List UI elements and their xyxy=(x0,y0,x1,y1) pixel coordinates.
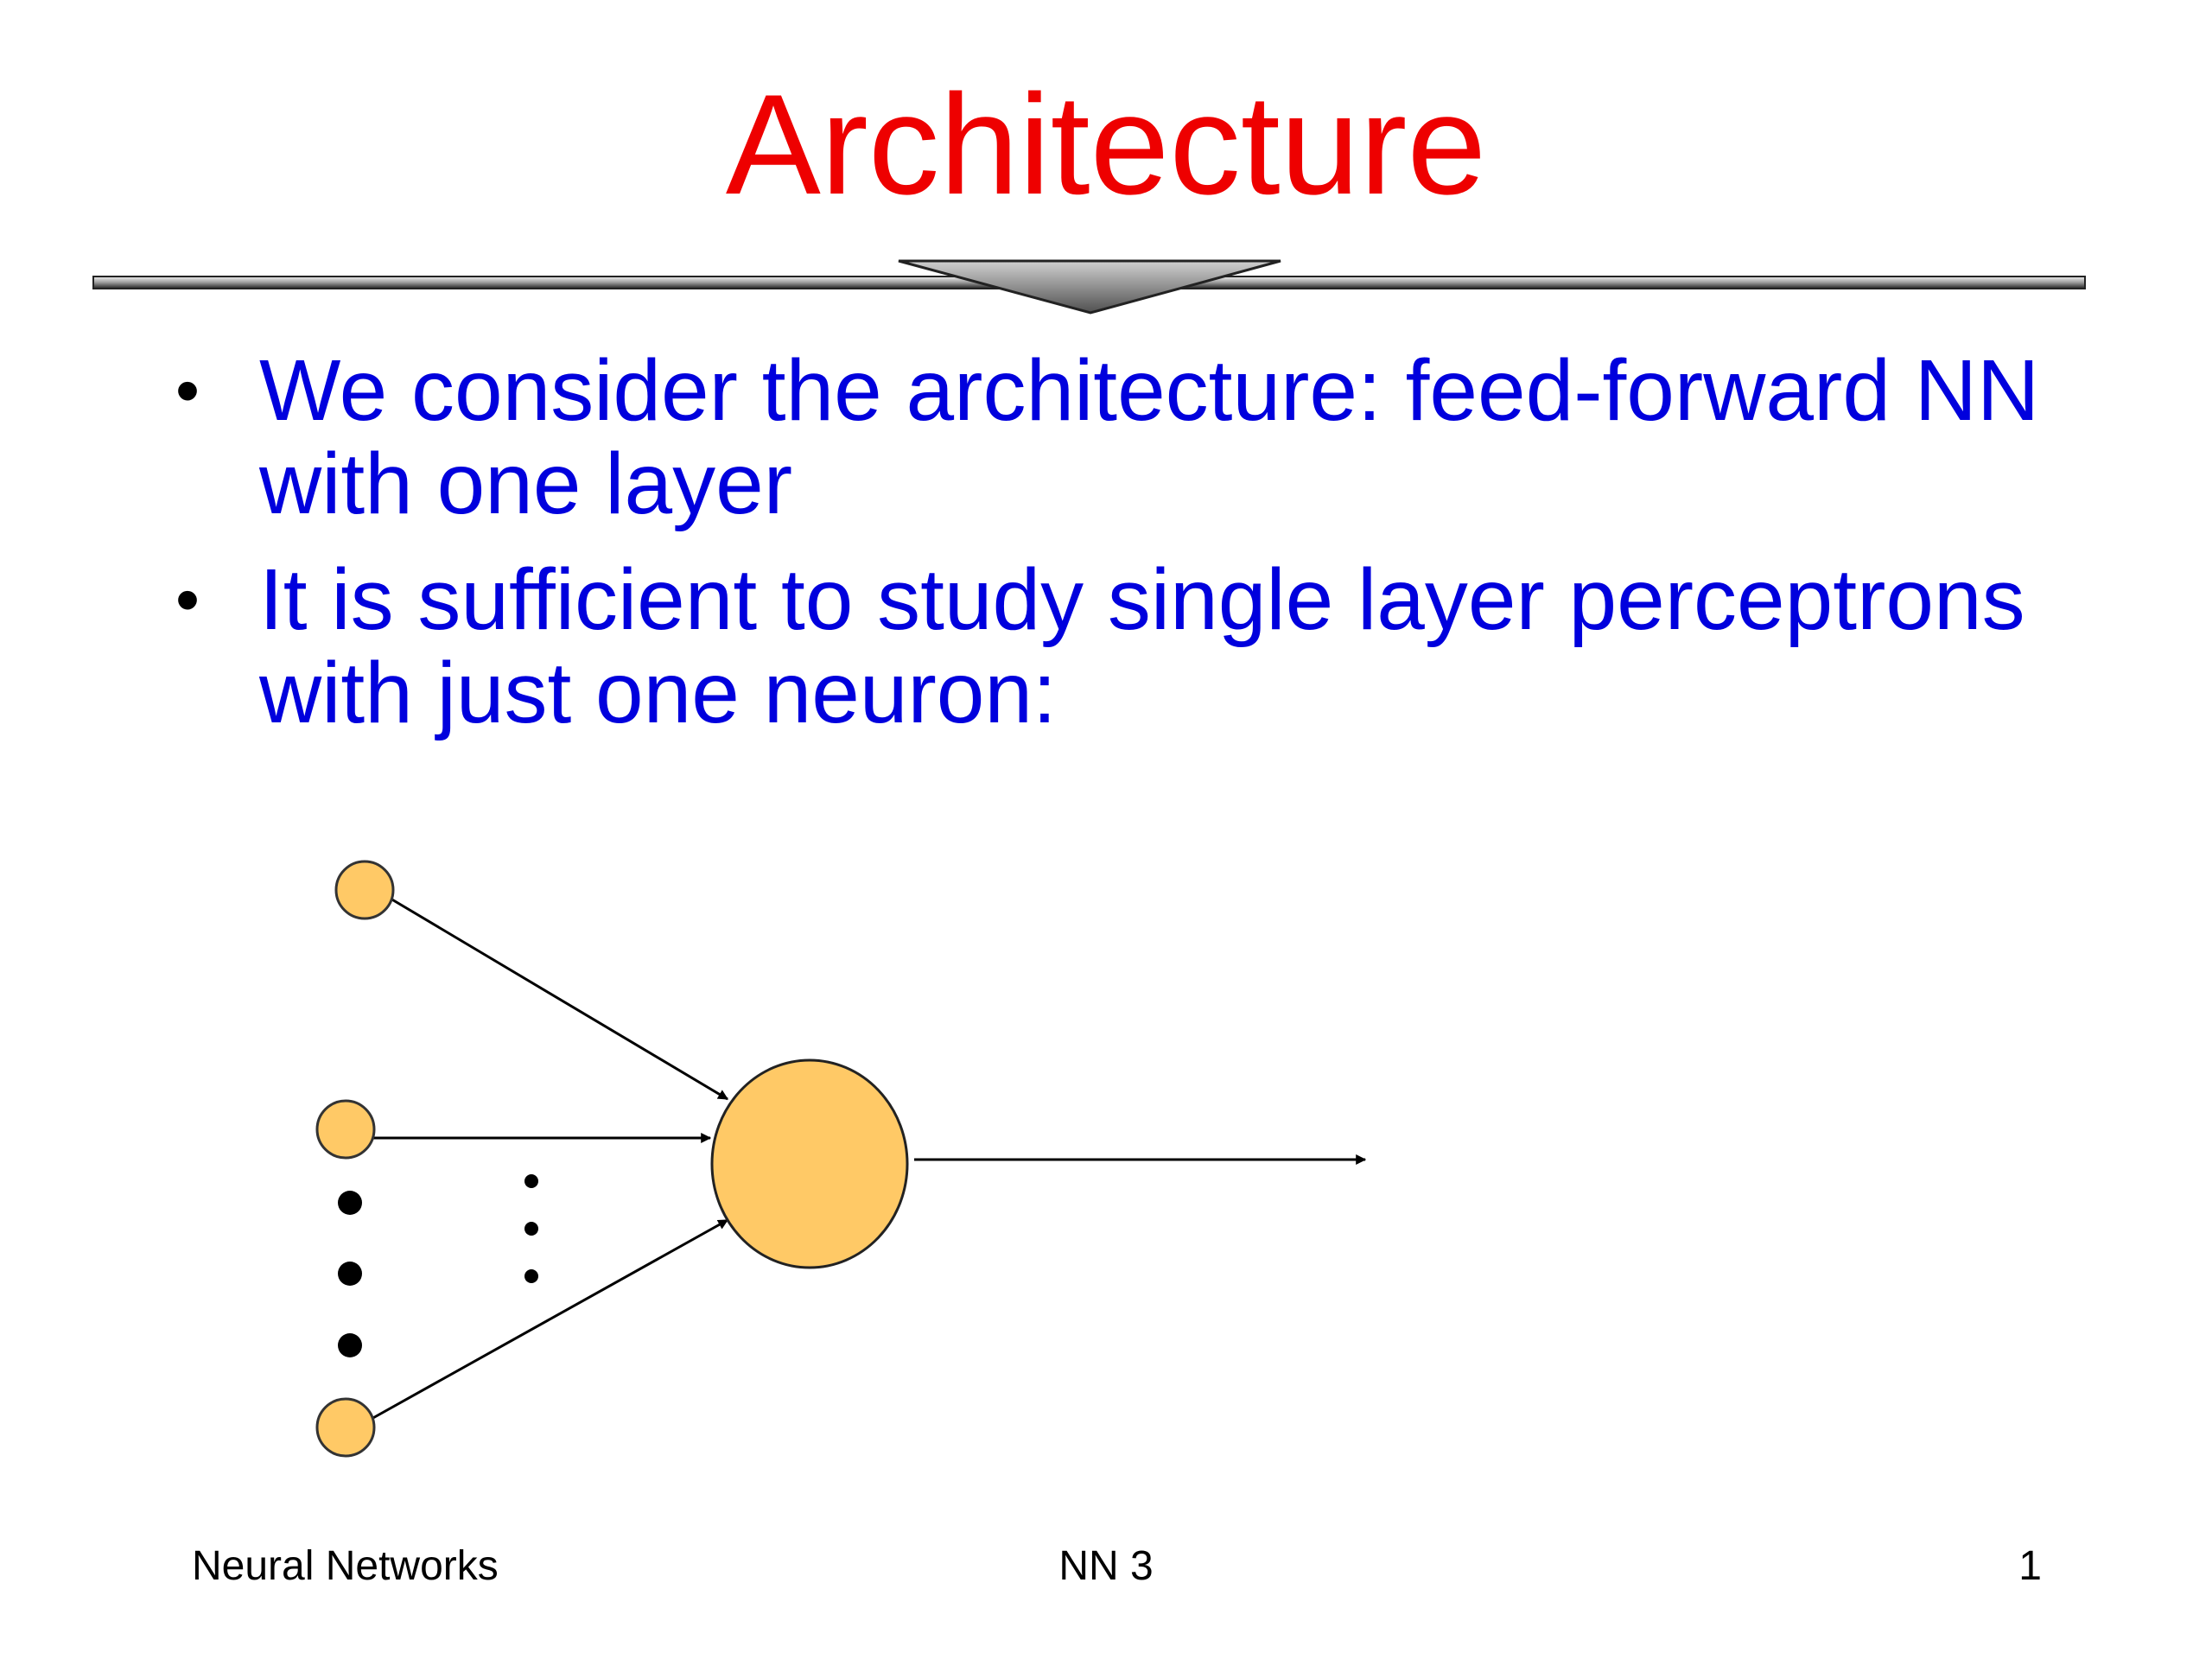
bullet-marker: • xyxy=(175,352,200,429)
ellipsis-dot xyxy=(338,1262,362,1286)
input-node xyxy=(334,860,395,920)
bullet-marker: • xyxy=(175,561,200,638)
bullet-text: We consider the architecture: feed-forwa… xyxy=(259,342,2040,532)
input-node xyxy=(315,1397,376,1458)
bullet-list: • We consider the architecture: feed-for… xyxy=(160,344,2130,762)
bullet-item: • We consider the architecture: feed-for… xyxy=(160,344,2130,531)
bullet-item: • It is sufficient to study single layer… xyxy=(160,553,2130,740)
ellipsis-dot xyxy=(338,1191,362,1215)
edge-inputn-to-neuron xyxy=(371,1218,729,1421)
bullet-text: It is sufficient to study single layer p… xyxy=(259,551,2025,741)
divider-triangle xyxy=(898,259,1281,315)
neuron-node xyxy=(710,1058,909,1269)
ellipsis-dot xyxy=(524,1174,538,1188)
perceptron-diagram xyxy=(315,860,1367,1458)
footer-center: NN 3 xyxy=(1058,1543,1154,1589)
ellipsis-dot xyxy=(338,1333,362,1357)
divider-bar xyxy=(92,276,2086,289)
ellipsis-dot xyxy=(524,1222,538,1236)
footer-left: Neural Networks xyxy=(192,1543,499,1589)
ellipsis-dot xyxy=(524,1269,538,1283)
page-number: 1 xyxy=(2018,1543,2042,1589)
edge-input1-to-neuron xyxy=(390,897,729,1101)
slide-title: Architecture xyxy=(725,65,1487,224)
input-node xyxy=(315,1099,376,1160)
